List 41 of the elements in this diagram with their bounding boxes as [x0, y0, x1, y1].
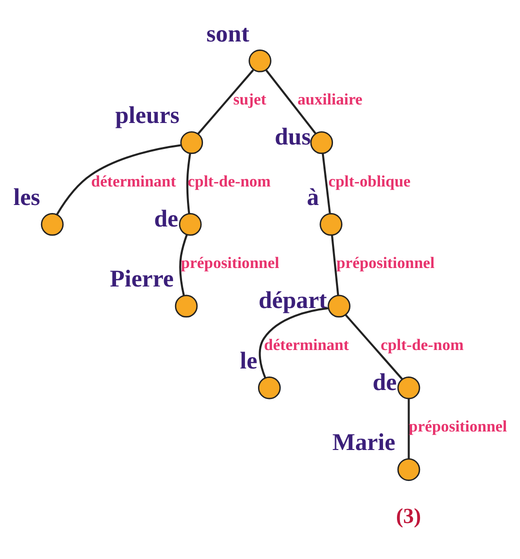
edge-label: déterminant: [91, 172, 176, 190]
node-label: de: [372, 369, 397, 396]
node-circle: [180, 130, 204, 154]
node-label: départ: [258, 288, 327, 314]
connector: [186, 153, 192, 214]
label: (3): [396, 503, 422, 528]
connector: [56, 144, 181, 215]
node-label: dus: [274, 124, 311, 150]
connector: [179, 234, 188, 296]
node-circle: [174, 294, 198, 318]
node-circle: [397, 376, 420, 399]
edge-label: cplt-de-nom: [380, 336, 464, 354]
node-label: Pierre: [110, 266, 174, 292]
connector: [408, 398, 410, 458]
node-label: sont: [206, 20, 250, 47]
node-label: pleurs: [115, 102, 180, 129]
node-circle: [40, 212, 64, 236]
node-circle: [310, 130, 334, 154]
node-circle: [248, 49, 272, 72]
edge-label: sujet: [233, 91, 266, 108]
connector: [197, 68, 254, 134]
connector: [331, 234, 340, 295]
connector: [344, 314, 403, 380]
node-label: le: [240, 348, 258, 374]
node-label: de: [154, 206, 178, 232]
connector: [322, 153, 331, 213]
connector: [265, 68, 316, 134]
edge-label: déterminant: [264, 336, 349, 354]
edge-label: auxiliaire: [298, 91, 362, 108]
edge-label: cplt-oblique: [328, 172, 411, 190]
node-label: à: [306, 184, 319, 210]
connector: [258, 306, 328, 378]
node-label: Marie: [332, 430, 396, 456]
node-circle: [397, 458, 420, 481]
node-label: les: [13, 184, 40, 210]
node-circle: [258, 376, 281, 399]
edge-label: prépositionnel: [336, 254, 435, 272]
node-circle: [178, 212, 202, 236]
edge-label: prépositionnel: [180, 254, 280, 272]
node-circle: [328, 294, 350, 318]
node-circle: [320, 212, 342, 236]
